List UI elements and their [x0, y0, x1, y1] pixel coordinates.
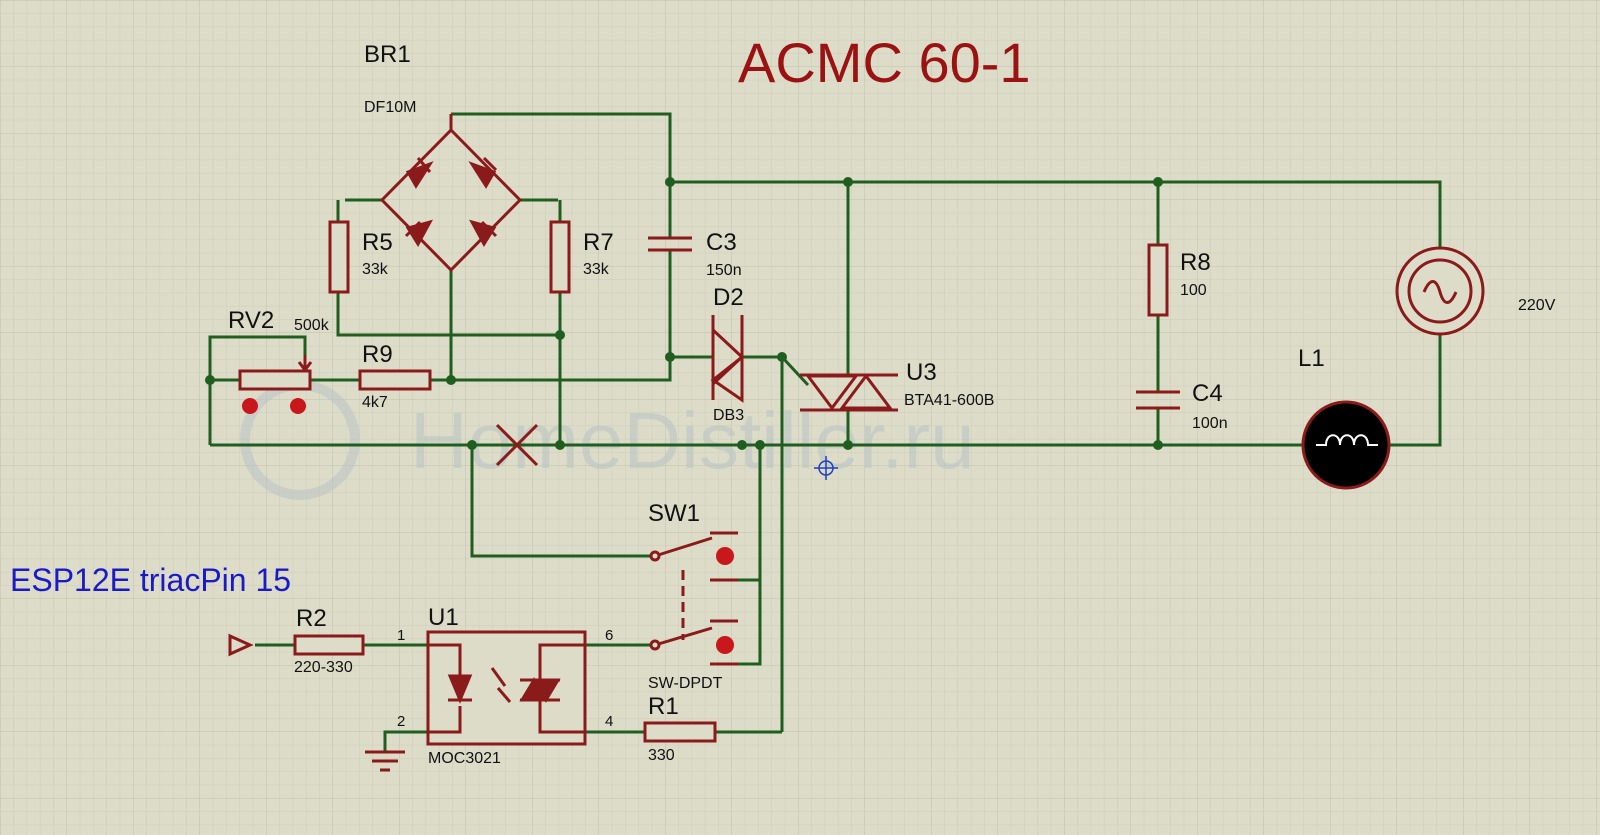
d2-ref: D2 — [713, 284, 744, 311]
u1-pin-4: 4 — [605, 713, 613, 730]
c4-value: 100n — [1192, 415, 1228, 432]
lamp-l1[interactable] — [1301, 400, 1391, 490]
c3-value: 150n — [706, 262, 742, 279]
r8-value: 100 — [1180, 282, 1207, 299]
r5-value: 33k — [362, 261, 389, 278]
r1-value: 330 — [648, 747, 675, 764]
crosshair-icon — [814, 456, 838, 480]
switch-sw1[interactable] — [649, 531, 738, 666]
u1-pin-2: 2 — [397, 713, 405, 730]
sheet-title: ACMC 60-1 — [738, 31, 1031, 94]
r1-ref: R1 — [648, 693, 679, 720]
diac-d2[interactable] — [710, 315, 745, 403]
u1-value: MOC3021 — [428, 750, 501, 767]
no-connect-marker — [495, 423, 539, 467]
r9-value: 4k7 — [362, 394, 388, 411]
d2-value: DB3 — [713, 407, 744, 424]
net-label-esp12e: ESP12E triacPin 15 — [10, 562, 291, 598]
r2-ref: R2 — [296, 605, 327, 632]
r5-ref: R5 — [362, 229, 393, 256]
u1-ref: U1 — [428, 604, 459, 631]
r7-ref: R7 — [583, 229, 614, 256]
c3-ref: C3 — [706, 229, 737, 256]
resistor-r8[interactable] — [1147, 243, 1169, 317]
resistor-r1[interactable] — [643, 721, 717, 743]
resistor-r5[interactable] — [328, 220, 350, 294]
junctions — [205, 177, 1163, 450]
sw1-value: SW-DPDT — [648, 675, 723, 692]
resistor-r9[interactable] — [358, 369, 432, 391]
u1-pin-6: 6 — [605, 627, 613, 644]
br1-value: DF10M — [364, 99, 416, 116]
r2-value: 220-330 — [294, 659, 353, 676]
r9-ref: R9 — [362, 341, 393, 368]
ac-source[interactable] — [1395, 246, 1485, 336]
r8-ref: R8 — [1180, 249, 1211, 276]
rv2-ref: RV2 — [228, 307, 274, 334]
u3-value: BTA41-600B — [904, 392, 994, 409]
capacitor-c4[interactable] — [1136, 390, 1180, 410]
u1-pin-1: 1 — [397, 627, 405, 644]
br1-ref: BR1 — [364, 41, 411, 68]
sw1-ref: SW1 — [648, 500, 700, 527]
optocoupler-u1[interactable] — [426, 630, 587, 746]
r7-value: 33k — [583, 261, 610, 278]
u3-ref: U3 — [906, 359, 937, 386]
bridge-rectifier-br1[interactable] — [379, 114, 523, 273]
potentiometer-rv2[interactable] — [238, 355, 313, 414]
rv2-value: 500k — [294, 317, 330, 334]
c4-ref: C4 — [1192, 380, 1223, 407]
triac-u3[interactable] — [800, 373, 898, 412]
capacitor-c3[interactable] — [648, 236, 692, 252]
ground-symbol — [365, 750, 405, 772]
v1-value: 220V — [1518, 297, 1556, 314]
resistor-r2[interactable] — [293, 634, 365, 656]
l1-ref: L1 — [1298, 345, 1325, 372]
resistor-r7[interactable] — [549, 220, 571, 294]
input-terminal[interactable] — [228, 633, 254, 657]
